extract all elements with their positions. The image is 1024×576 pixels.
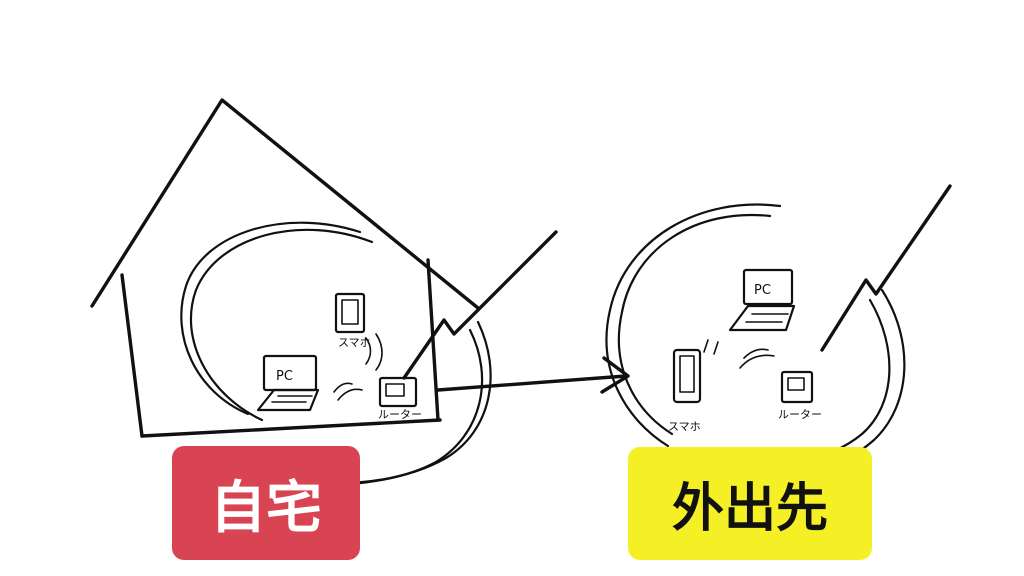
home-label: 自宅 — [172, 446, 360, 560]
away-router-icon: ルーター — [778, 370, 822, 421]
house-left-wall — [120, 273, 144, 438]
home-smartphone-label: スマホ — [338, 336, 371, 349]
arrow-head — [600, 356, 630, 394]
home-pc-icon: PC — [256, 354, 320, 412]
house-roof — [90, 98, 480, 310]
away-lightning-signal — [820, 184, 952, 352]
home-router-label: ルーター — [378, 408, 422, 421]
away-router-label: ルーター — [778, 408, 822, 421]
away-smartphone-icon: スマホ — [668, 348, 702, 433]
house — [90, 98, 480, 438]
away-phone-wave — [703, 339, 719, 355]
away-label-text: 外出先 — [671, 479, 828, 539]
home-router-icon: ルーター — [378, 376, 422, 421]
away-pc-wave — [743, 348, 769, 359]
home-smartphone-icon: スマホ — [334, 292, 371, 349]
home-phone-wave — [365, 337, 372, 365]
house-floor — [140, 418, 442, 438]
away-label: 外出先 — [628, 447, 872, 560]
away-pc-icon: PC — [728, 268, 796, 332]
home-pc-label: PC — [276, 369, 293, 384]
home-pc-wave — [333, 382, 353, 393]
connection-arrow — [436, 356, 630, 394]
house-right-wall — [426, 258, 440, 422]
away-network-circle — [605, 203, 906, 480]
home-label-text: 自宅 — [210, 475, 322, 541]
home-lightning-signal — [402, 230, 558, 380]
away-smartphone-label: スマホ — [668, 420, 701, 433]
away-pc-label: PC — [754, 283, 771, 298]
